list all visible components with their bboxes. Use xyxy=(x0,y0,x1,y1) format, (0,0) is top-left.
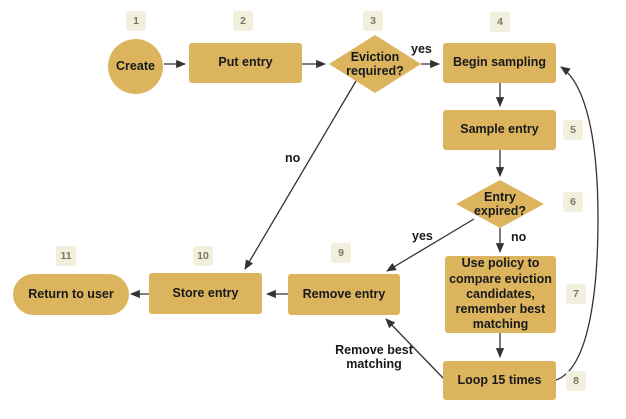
step-badge-9: 9 xyxy=(331,243,351,263)
node-put-entry: Put entry xyxy=(189,43,302,83)
step-badge-4: 4 xyxy=(490,12,510,32)
step-badge-10: 10 xyxy=(193,246,213,266)
node-use-policy: Use policy to compare eviction candidate… xyxy=(445,256,556,333)
arrow-loop-back-to-begin xyxy=(555,66,599,381)
arrow-eviction-no-to-store xyxy=(244,80,357,270)
step-badge-2: 2 xyxy=(233,11,253,31)
arrow-expired-yes-to-remove xyxy=(386,218,475,272)
edge-label-expired-yes: yes xyxy=(412,229,433,243)
node-loop-15-times: Loop 15 times xyxy=(443,361,556,400)
node-sample-entry: Sample entry xyxy=(443,110,556,150)
step-badge-8: 8 xyxy=(566,371,586,391)
arrow-loop-to-remove xyxy=(385,318,445,380)
node-return-to-user: Return to user xyxy=(13,274,129,315)
node-begin-sampling: Begin sampling xyxy=(443,43,556,83)
node-store-entry: Store entry xyxy=(149,273,262,314)
node-remove-entry: Remove entry xyxy=(288,274,400,315)
node-create: Create xyxy=(108,39,163,94)
step-badge-5: 5 xyxy=(563,120,583,140)
edge-label-expired-no: no xyxy=(511,230,527,244)
step-badge-3: 3 xyxy=(363,11,383,31)
step-badge-11: 11 xyxy=(56,246,76,266)
edge-label-remove-best-matching: Remove best matching xyxy=(335,343,413,372)
edge-label-eviction-yes: yes xyxy=(411,42,432,56)
step-badge-7: 7 xyxy=(566,284,586,304)
edge-label-eviction-no: no xyxy=(285,151,301,165)
step-badge-1: 1 xyxy=(126,11,146,31)
step-badge-6: 6 xyxy=(563,192,583,212)
